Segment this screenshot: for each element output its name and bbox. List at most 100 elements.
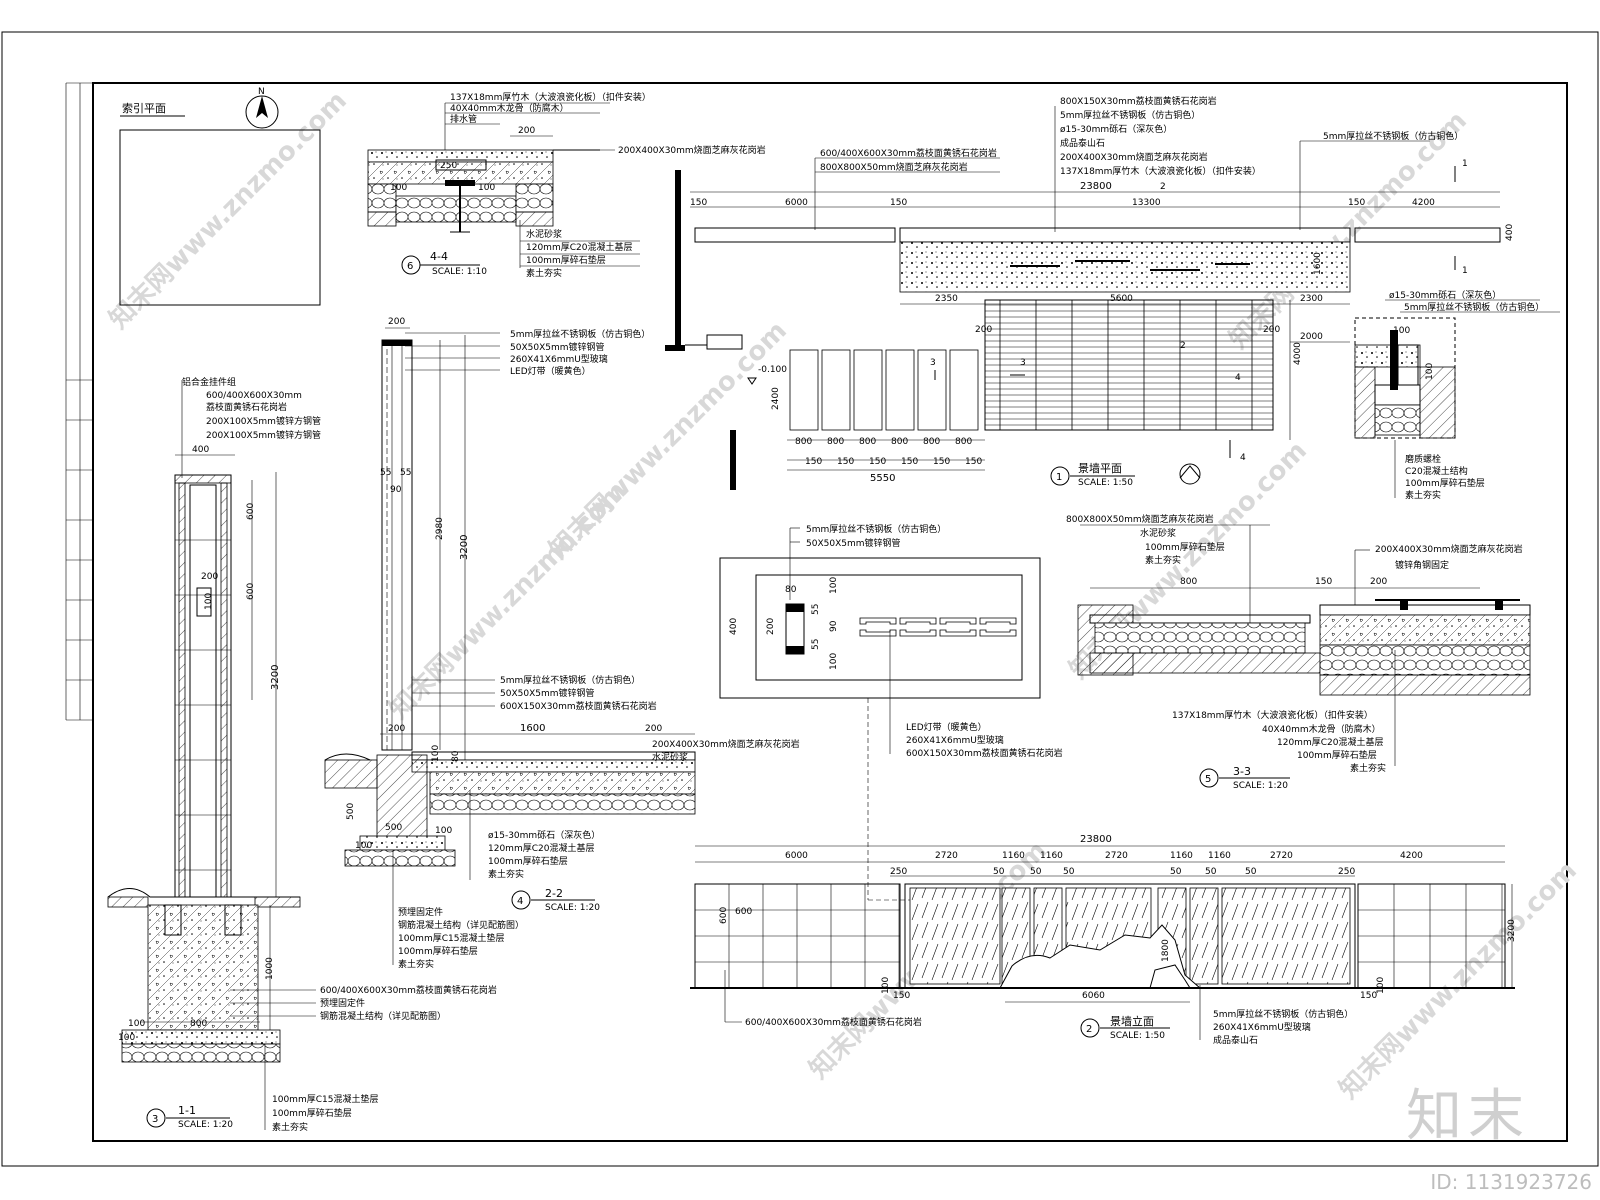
north-symbol-icon: [1179, 463, 1201, 485]
svg-text:200X400X30mm烧面芝麻灰花岗岩: 200X400X30mm烧面芝麻灰花岗岩: [1060, 151, 1208, 163]
svg-text:100mm厚碎石垫层: 100mm厚碎石垫层: [1145, 541, 1225, 553]
svg-text:5mm厚拉丝不锈钢板（仿古铜色）: 5mm厚拉丝不锈钢板（仿古铜色）: [806, 523, 946, 535]
svg-text:-0.100: -0.100: [758, 365, 787, 375]
svg-text:2: 2: [1160, 182, 1166, 192]
svg-text:5600: 5600: [1110, 294, 1133, 304]
svg-text:800X150X30mm荔枝面黄锈石花岗岩: 800X150X30mm荔枝面黄锈石花岗岩: [1060, 95, 1217, 107]
svg-text:5mm厚拉丝不锈钢板（仿古铜色）: 5mm厚拉丝不锈钢板（仿古铜色）: [1213, 1008, 1353, 1020]
svg-text:800: 800: [1180, 577, 1197, 587]
svg-text:23800: 23800: [1080, 834, 1112, 845]
svg-text:50: 50: [1170, 867, 1182, 877]
svg-text:40X40mm木龙骨（防腐木）: 40X40mm木龙骨（防腐木）: [450, 102, 569, 114]
svg-text:3: 3: [930, 358, 936, 368]
svg-text:SCALE: 1:20: SCALE: 1:20: [545, 903, 600, 913]
svg-text:150: 150: [965, 457, 982, 467]
svg-text:2350: 2350: [935, 294, 958, 304]
svg-text:5: 5: [1205, 774, 1211, 785]
svg-text:ø15-30mm砾石（深灰色）: ø15-30mm砾石（深灰色）: [1060, 123, 1172, 135]
svg-text:100mm厚碎石垫层: 100mm厚碎石垫层: [526, 254, 606, 266]
svg-text:90: 90: [390, 485, 402, 495]
svg-text:100: 100: [881, 977, 891, 994]
brand-logo: 知末: [1406, 1084, 1530, 1149]
svg-text:4-4: 4-4: [430, 250, 448, 263]
svg-text:150: 150: [893, 991, 910, 1001]
svg-text:50: 50: [1030, 867, 1042, 877]
svg-text:137X18mm厚竹木（大波浪瓷化板）（扣件安装）: 137X18mm厚竹木（大波浪瓷化板）（扣件安装）: [1172, 709, 1373, 721]
svg-text:150: 150: [805, 457, 822, 467]
svg-text:5mm厚拉丝不锈钢板（仿古铜色）: 5mm厚拉丝不锈钢板（仿古铜色）: [1404, 301, 1544, 313]
svg-text:250: 250: [1338, 867, 1355, 877]
svg-text:SCALE: 1:20: SCALE: 1:20: [1233, 781, 1288, 791]
svg-text:100: 100: [829, 577, 839, 594]
svg-text:ø15-30mm砾石（深灰色）: ø15-30mm砾石（深灰色）: [488, 829, 600, 841]
svg-text:200: 200: [388, 724, 405, 734]
svg-text:1-1: 1-1: [178, 1104, 196, 1117]
svg-text:200: 200: [388, 317, 405, 327]
index-plan-title: 索引平面: [122, 101, 166, 115]
svg-text:50: 50: [1205, 867, 1217, 877]
svg-text:1: 1: [1462, 159, 1468, 169]
svg-text:成品泰山石: 成品泰山石: [1213, 1034, 1258, 1046]
svg-text:137X18mm厚竹木（大波浪瓷化板）（扣件安装）: 137X18mm厚竹木（大波浪瓷化板）（扣件安装）: [1060, 165, 1261, 177]
svg-text:100mm厚碎石垫层: 100mm厚碎石垫层: [398, 945, 478, 957]
svg-text:150: 150: [1315, 577, 1332, 587]
svg-text:600X150X30mm荔枝面黄锈石花岗岩: 600X150X30mm荔枝面黄锈石花岗岩: [906, 747, 1063, 759]
svg-text:镀锌角钢固定: 镀锌角钢固定: [1395, 559, 1449, 571]
svg-text:5550: 5550: [870, 473, 895, 484]
svg-text:200: 200: [201, 572, 218, 582]
outer-border: [1, 31, 1599, 1167]
svg-text:2720: 2720: [1270, 851, 1293, 861]
svg-text:知末网www.znzmo.com: 知末网www.znzmo.com: [544, 316, 793, 565]
image-id: ID: 1131923726: [1430, 1170, 1592, 1194]
svg-text:100: 100: [355, 841, 372, 851]
svg-text:2-2: 2-2: [545, 887, 563, 900]
svg-text:素土夯实: 素土夯实: [488, 868, 524, 880]
svg-text:137X18mm厚竹木（大波浪瓷化板）（扣件安装）: 137X18mm厚竹木（大波浪瓷化板）（扣件安装）: [450, 91, 651, 103]
svg-text:SCALE: 1:50: SCALE: 1:50: [1110, 1031, 1165, 1041]
svg-text:钢筋混凝土结构（详见配筋图）: 钢筋混凝土结构（详见配筋图）: [320, 1010, 446, 1022]
svg-text:13300: 13300: [1132, 198, 1161, 208]
index-plan: 索引平面 N: [119, 87, 321, 306]
svg-text:150: 150: [1360, 991, 1377, 1001]
svg-text:800X800X50mm烧面芝麻灰花岗岩: 800X800X50mm烧面芝麻灰花岗岩: [1066, 513, 1214, 525]
svg-text:100: 100: [390, 183, 407, 193]
svg-text:600/400X600X30mm荔枝面黄锈石花岗岩: 600/400X600X30mm荔枝面黄锈石花岗岩: [820, 147, 997, 159]
svg-text:100mm厚碎石垫层: 100mm厚碎石垫层: [272, 1107, 352, 1119]
svg-text:1: 1: [1462, 266, 1468, 276]
svg-text:55: 55: [380, 468, 391, 478]
svg-text:600/400X600X30mm荔枝面黄锈石花岗岩: 600/400X600X30mm荔枝面黄锈石花岗岩: [320, 984, 497, 996]
svg-text:150: 150: [690, 198, 707, 208]
svg-text:SCALE: 1:20: SCALE: 1:20: [178, 1120, 233, 1130]
svg-text:素土夯实: 素土夯实: [1405, 489, 1441, 501]
svg-text:4200: 4200: [1400, 851, 1423, 861]
svg-text:素土夯实: 素土夯实: [272, 1121, 308, 1133]
svg-text:100: 100: [1425, 363, 1435, 380]
watermarks: 知末网www.znzmo.com 知末网www.znzmo.com 知末网www…: [104, 86, 1583, 1105]
svg-text:120mm厚C20混凝土基层: 120mm厚C20混凝土基层: [488, 842, 594, 854]
svg-text:5mm厚拉丝不锈钢板（仿古铜色）: 5mm厚拉丝不锈钢板（仿古铜色）: [1323, 130, 1463, 142]
svg-text:400: 400: [729, 618, 739, 635]
svg-text:景墙平面: 景墙平面: [1078, 461, 1122, 475]
svg-text:4200: 4200: [1412, 198, 1435, 208]
svg-text:2720: 2720: [935, 851, 958, 861]
svg-text:素土夯实: 素土夯实: [1350, 762, 1386, 774]
svg-text:2400: 2400: [771, 387, 781, 410]
svg-text:150: 150: [933, 457, 950, 467]
svg-text:50X50X5mm镀锌钢管: 50X50X5mm镀锌钢管: [806, 537, 901, 549]
svg-text:80: 80: [451, 750, 461, 762]
svg-text:1800: 1800: [1161, 939, 1171, 962]
svg-text:100mm厚C15混凝土垫层: 100mm厚C15混凝土垫层: [398, 932, 504, 944]
svg-text:素土夯实: 素土夯实: [398, 958, 434, 970]
svg-text:400: 400: [192, 445, 209, 455]
svg-text:3: 3: [1020, 358, 1026, 368]
svg-text:80: 80: [785, 585, 797, 595]
svg-text:水泥砂浆: 水泥砂浆: [526, 228, 562, 240]
svg-text:4000: 4000: [1293, 342, 1303, 365]
planter-edge-detail: 100 100 ø15-30mm砾石（深灰色） 5mm厚拉丝不锈钢板（仿古铜色）…: [1354, 289, 1560, 501]
svg-text:100: 100: [118, 1033, 135, 1043]
svg-text:水泥砂浆: 水泥砂浆: [1140, 527, 1176, 539]
svg-text:3200: 3200: [1507, 919, 1517, 942]
svg-text:1160: 1160: [1002, 851, 1025, 861]
svg-text:200X400X30mm烧面芝麻灰花岗岩: 200X400X30mm烧面芝麻灰花岗岩: [652, 738, 800, 750]
